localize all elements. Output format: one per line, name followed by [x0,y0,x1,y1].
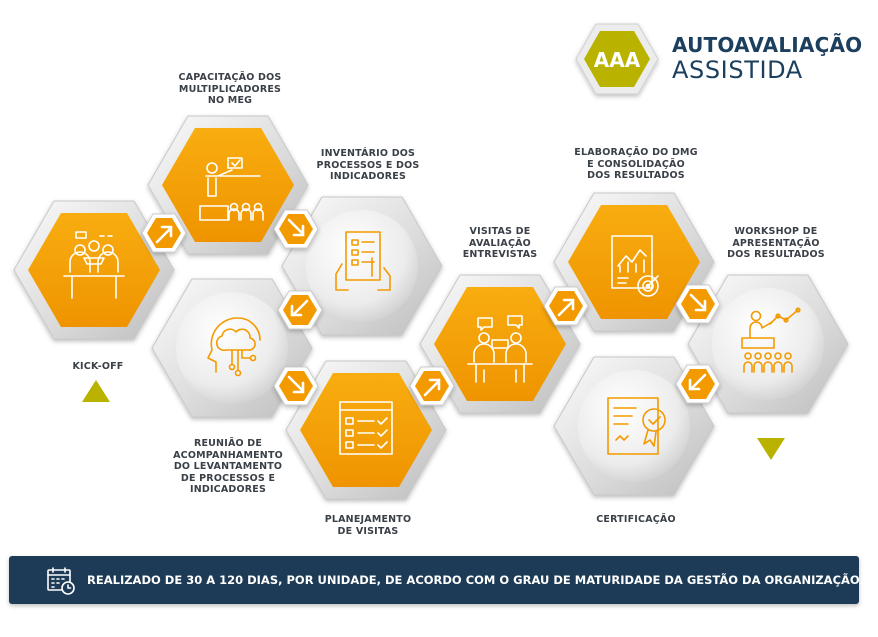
hex-visitas [419,274,581,414]
arrow-reuniao-to-planejamento [273,366,319,406]
hex-kickoff [13,200,175,340]
brand-title: AUTOAVALIAÇÃO ASSISTIDA [672,33,863,84]
audience-presentation-icon [741,307,801,373]
label-certificacao: CERTIFICAÇÃO [596,514,676,525]
report-chart-target-icon [611,235,659,297]
hex-planejamento [285,360,447,500]
interview-meeting-icon [467,315,533,383]
arrow-visitas-to-elaboracao [543,286,589,326]
hex-inventario [281,196,443,336]
meeting-table-icon [63,231,125,299]
checklist-board-icon [339,401,393,455]
brand-badge-text: AAA [594,48,641,72]
hex-elaboracao [553,192,715,332]
arrow-workshop-to-certificacao [675,364,721,404]
calendar-clock-icon [47,567,75,595]
hex-certificacao [553,356,715,496]
arrow-elaboracao-to-workshop [675,284,721,324]
hex-reuniao [151,278,313,418]
presentation-training-icon [199,157,264,221]
hex-capacitacao [147,115,309,255]
arrow-planejamento-to-visitas [409,366,455,406]
brand-title-top: AUTOAVALIAÇÃO [672,33,863,57]
footer-text: REALIZADO DE 30 A 120 DIAS, POR UNIDADE,… [87,573,864,587]
arrow-kickoff-to-capacitacao [141,213,187,253]
arrow-capacitacao-to-inventario [273,209,319,249]
end-triangle-marker [757,438,785,460]
hex-workshop [687,274,849,414]
arrow-inventario-to-reuniao [277,290,323,330]
brand-badge: AAA [575,23,659,95]
checklist-document-icon [335,231,391,291]
footer-bar: REALIZADO DE 30 A 120 DIAS, POR UNIDADE,… [9,556,864,604]
start-triangle-marker [82,380,110,402]
brand-title-bottom: ASSISTIDA [672,56,803,84]
head-network-icon [207,317,261,377]
certificate-seal-icon [607,397,666,455]
label-kickoff: KICK-OFF [72,361,124,372]
